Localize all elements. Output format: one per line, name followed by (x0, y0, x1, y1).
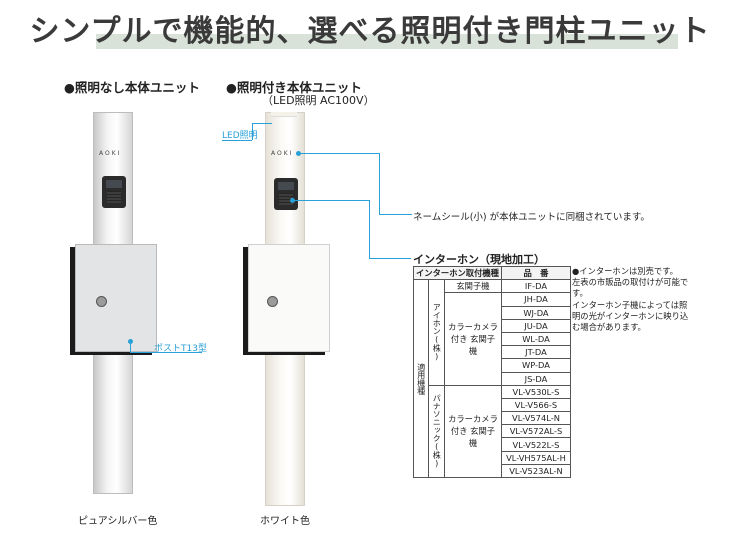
left-unit-heading: ●照明なし本体ユニット (64, 80, 200, 95)
intercom-callout-text: インターホン（現地加工） (413, 253, 545, 266)
table-cell-model: VL-VH575AL-H (500, 450, 571, 465)
table-header-model: インターホン取付機種 (413, 265, 502, 281)
table-cell-model: VL-V572AL-S (500, 424, 571, 439)
table-type-camera-panasonic: カラーカメラ 付き 玄関子機 (443, 384, 502, 479)
table-type-entrance: 玄関子機 (443, 279, 502, 294)
led-callout-label: LED照明 (222, 131, 258, 141)
table-cell-model: IF-DA (500, 279, 571, 294)
note-line: ●インターホンは別売です。 (572, 266, 678, 276)
right-brand-label: AOKI (271, 150, 294, 157)
post-callout-label: ポストT13型 (154, 344, 207, 354)
table-cell-model: JH-DA (500, 292, 571, 307)
note-line: インターホン子機によっては照明の光がインターホンに映り込む場合があります。 (572, 299, 689, 333)
left-intercom-image (102, 176, 126, 208)
table-cell-model: VL-V566-S (500, 397, 571, 413)
table-cell-model: WP-DA (500, 358, 571, 373)
notes-block: ●インターホンは別売です。 左表の市販品の取付けが可能です。 インターホン子機に… (572, 266, 690, 333)
table-header-partno: 品 番 (500, 265, 571, 281)
mailbox-lock-icon (96, 296, 107, 307)
table-cell-model: VL-V574L-N (500, 411, 571, 426)
right-unit-subheading: （LED照明 AC100V） (262, 94, 375, 107)
note-line: 左表の市販品の取付けが可能です。 (572, 277, 689, 299)
table-cell-model: VL-V522L-S (500, 437, 571, 452)
nameseal-callout-text: ネームシール(小) が本体ユニットに同梱されています。 (413, 212, 650, 223)
silver-mailbox (75, 244, 157, 352)
table-cell-model: VL-V530L-S (500, 384, 571, 399)
led-light-strip (271, 112, 297, 117)
title-area: シンプルで機能的、選べる照明付き門柱ユニット (0, 0, 740, 52)
page-title: シンプルで機能的、選べる照明付き門柱ユニット (29, 14, 711, 49)
title-underline-band (96, 34, 678, 49)
table-cell-model: JU-DA (500, 318, 571, 333)
table-group-label: 適用機種 (412, 279, 430, 478)
left-brand-label: AOKI (99, 150, 122, 157)
left-color-caption: ピュアシルバー色 (78, 516, 158, 527)
table-cell-model: WJ-DA (500, 305, 571, 320)
table-cell-model: WL-DA (500, 331, 571, 347)
intercom-model-table: インターホン取付機種 品 番 適用機種 アイホン(株) 玄関子機 IF-DA カ… (412, 265, 571, 479)
table-cell-model: VL-V523AL-N (500, 463, 571, 479)
mailbox-lock-icon (267, 296, 278, 307)
table-cell-model: JS-DA (500, 371, 571, 386)
table-maker-panasonic: パナソニック(株) (428, 384, 445, 479)
table-cell-model: JT-DA (500, 345, 571, 360)
intercom-callout-dot (290, 198, 295, 203)
right-unit-heading: ●照明付き本体ユニット (226, 80, 362, 95)
right-color-caption: ホワイト色 (260, 516, 310, 527)
white-mailbox (248, 244, 330, 352)
right-intercom-image (274, 178, 298, 210)
table-type-camera: カラーカメラ 付き 玄関子機 (443, 292, 502, 386)
nameseal-callout-dot (296, 151, 301, 156)
table-maker-aiphone: アイホン(株) (428, 279, 445, 386)
